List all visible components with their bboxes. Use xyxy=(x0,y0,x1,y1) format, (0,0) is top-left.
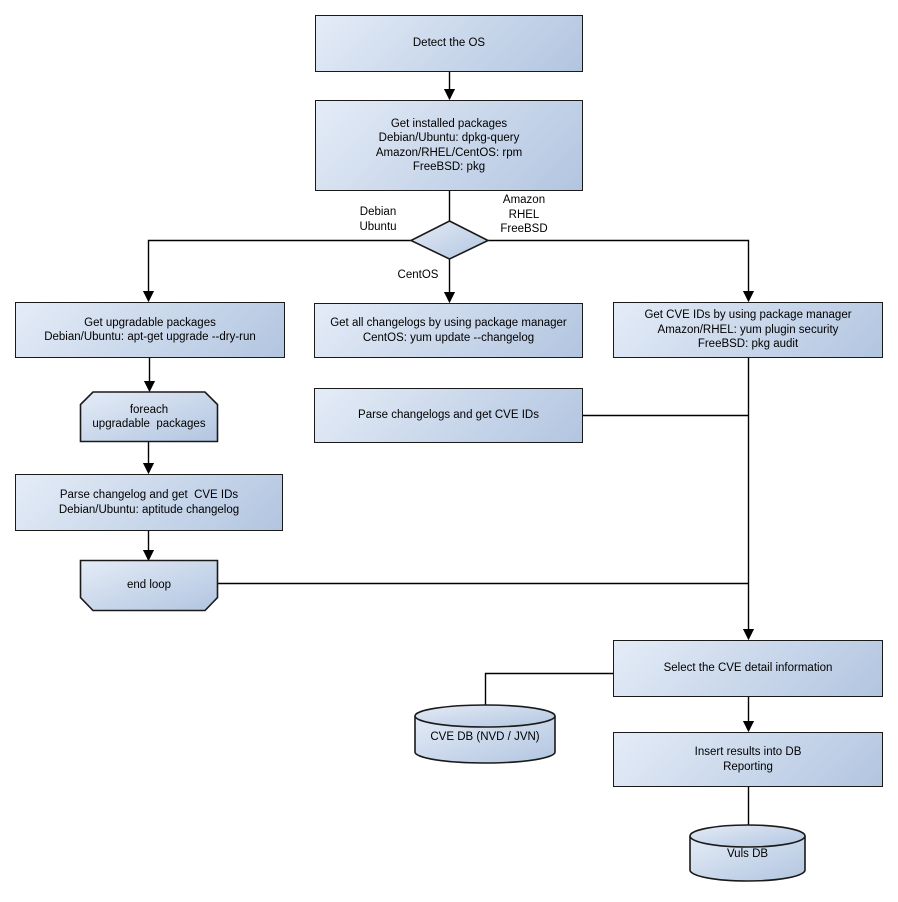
foreach-loop-shape xyxy=(79,391,219,443)
node-get-all-changelogs-line1: Get all changelogs by using package mana… xyxy=(330,317,567,329)
node-insert-results-line2: Reporting xyxy=(723,760,773,773)
node-get-installed-line4: FreeBSD: pkg xyxy=(412,161,486,173)
node-insert-results-line1: Insert results into DB xyxy=(694,746,802,758)
edge-select-to-cvedb xyxy=(484,672,613,706)
edge-label-centos-text: CentOS xyxy=(397,269,439,281)
edge-decision-to-getcveids xyxy=(488,239,755,303)
node-get-installed-line1: Get installed packages xyxy=(390,117,508,130)
node-parse-changelog-deb-line2: Debian/Ubuntu: aptitude changelog xyxy=(58,503,240,516)
node-get-cve-ids-line3: FreeBSD: pkg audit xyxy=(697,338,799,351)
vuls-db-cylinder-body xyxy=(689,836,806,882)
node-get-all-changelogs-line2: CentOS: yum update --changelog xyxy=(362,331,535,344)
node-parse-changelog-deb-line1: Parse changelog and get CVE IDs xyxy=(59,489,239,501)
edge-label-debian-ubuntu: Debian Ubuntu xyxy=(348,205,408,234)
cve-db-cylinder-body xyxy=(414,716,556,764)
node-get-installed-line2: Debian/Ubuntu: dpkg-query xyxy=(378,132,520,144)
edge-label-ubuntu: Ubuntu xyxy=(359,220,397,233)
node-get-cve-ids-line2: Amazon/RHEL: yum plugin security xyxy=(657,323,839,336)
cve-db-cylinder-top xyxy=(414,704,556,728)
node-detect-os: Detect the OS xyxy=(315,15,583,72)
edge-label-debian: Debian xyxy=(359,206,397,218)
node-detect-os-label: Detect the OS xyxy=(412,37,486,50)
node-get-upgradable-line1: Get upgradable packages xyxy=(84,316,216,329)
node-insert-results: Insert results into DB Reporting xyxy=(613,732,883,787)
edge-label-amazon-rhel-freebsd: Amazon RHEL FreeBSD xyxy=(492,193,556,237)
node-get-cve-ids-line1: Get CVE IDs by using package manager xyxy=(644,309,852,322)
edge-label-rhel: RHEL xyxy=(508,208,540,221)
node-get-upgradable-line2: Debian/Ubuntu: apt-get upgrade --dry-run xyxy=(44,331,256,343)
node-get-installed-packages: Get installed packages Debian/Ubuntu: dp… xyxy=(315,100,583,191)
edge-label-freebsd: FreeBSD xyxy=(500,223,548,235)
node-select-cve-detail: Select the CVE detail information xyxy=(613,640,883,697)
os-decision-diamond xyxy=(409,220,490,260)
node-get-installed-line3: Amazon/RHEL/CentOS: rpm xyxy=(375,146,523,159)
node-parse-changelog-deb: Parse changelog and get CVE IDs Debian/U… xyxy=(15,474,283,531)
edge-label-amazon: Amazon xyxy=(502,194,546,206)
node-get-cve-ids: Get CVE IDs by using package manager Ama… xyxy=(613,302,883,358)
edge-label-centos: CentOS xyxy=(394,268,442,283)
node-get-upgradable-packages: Get upgradable packages Debian/Ubuntu: a… xyxy=(15,302,285,358)
node-parse-changelogs: Parse changelogs and get CVE IDs xyxy=(314,388,583,443)
vuls-db-cylinder-top xyxy=(689,824,806,848)
node-select-cve-detail-label: Select the CVE detail information xyxy=(663,662,833,675)
node-get-all-changelogs: Get all changelogs by using package mana… xyxy=(314,303,583,358)
end-loop-shape xyxy=(79,559,219,612)
node-parse-changelogs-label: Parse changelogs and get CVE IDs xyxy=(358,409,539,422)
edge-decision-to-upgradable xyxy=(142,239,411,303)
